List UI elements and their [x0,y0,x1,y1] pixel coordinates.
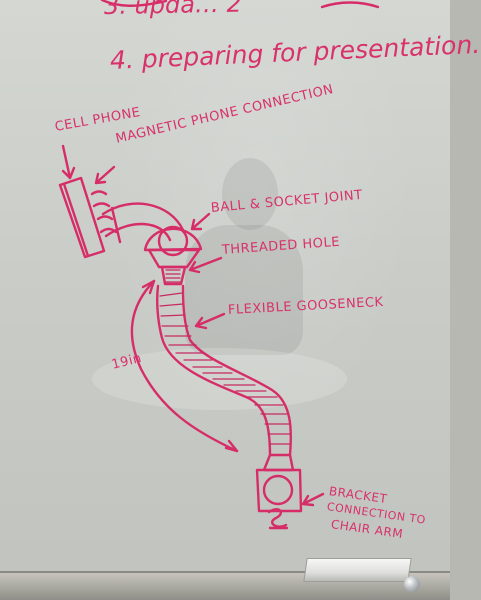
gooseneck-hatching [159,292,291,445]
header-top-scribble-right [320,1,380,9]
socket-cap [143,227,203,252]
bracket-plate [255,468,303,513]
magnetic-connection-arrow [94,165,116,185]
thread-lines [165,269,181,283]
magnet-arcs [90,190,118,234]
socket-base [147,248,201,269]
bracket-spring [267,508,289,530]
magnet-icon [404,576,420,592]
reflection-body [185,225,303,355]
bracket-arrow [301,492,325,507]
dimension-arrow-bottom [224,439,239,453]
whiteboard-eraser-icon [303,558,412,582]
header-top-text: 3. upda… 2 [103,0,243,20]
bracket-stem [262,453,295,472]
gooseneck-left-edge [156,284,272,457]
gooseneck-right-edge [181,284,293,457]
bracket-hole [262,474,294,506]
header-top-underline [100,0,168,7]
ball-socket-arrow [190,212,211,231]
phone-outline [58,176,106,259]
threaded-hole-arrow [188,256,223,274]
dimension-line [130,279,239,453]
phone-edge [62,182,90,258]
ball-joint [157,225,189,257]
dimension-arrow-top [141,279,156,295]
threaded-neck [160,265,187,286]
reflection-head [222,158,278,230]
marker-sketch [58,0,380,530]
arm-joint [110,206,122,244]
gooseneck-arrow [194,312,226,330]
cell-phone-arrow [61,144,76,180]
